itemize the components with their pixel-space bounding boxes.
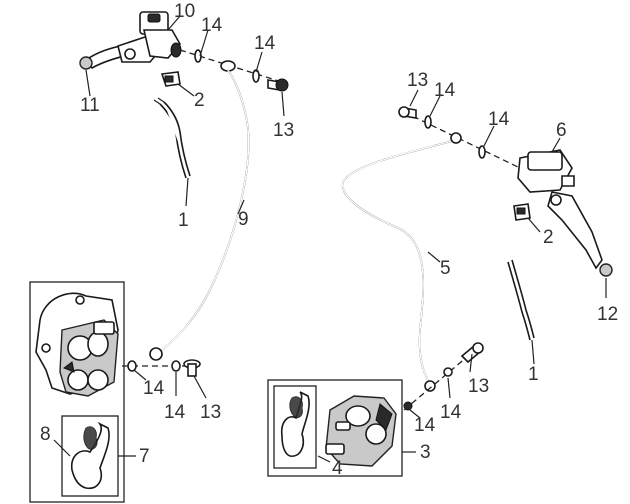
front-hose-top-fitting: [450, 132, 462, 144]
front-caliper-box: [267, 379, 403, 477]
front-brake-pads: [280, 391, 310, 457]
right-brake-lever-assembly: [517, 149, 613, 277]
callout-7: 7: [139, 446, 150, 467]
rear-caliper-box: [29, 281, 125, 503]
callout-4: 4: [332, 458, 343, 479]
callout-6: 6: [556, 120, 567, 141]
right-top-banjo-bolt: [398, 106, 417, 119]
callout-14-bottom-left-a: 14: [143, 378, 165, 399]
right-top-washer-2: [478, 145, 486, 159]
callout-8: 8: [40, 424, 51, 445]
rear-caliper-washer-2: [171, 360, 181, 372]
right-top-washer-1: [424, 115, 432, 129]
callout-13-top-right: 13: [407, 70, 428, 91]
callout-14-top-right-b: 14: [488, 109, 510, 130]
callout-11: 11: [80, 95, 100, 116]
callout-13-bottom-right: 13: [468, 376, 489, 397]
callout-14-bottom-left-b: 14: [164, 402, 186, 423]
right-brake-switch: [513, 203, 531, 221]
callout-14-bottom-right-b: 14: [440, 402, 462, 423]
alignment-line-top-right: [403, 111, 521, 169]
callout-10: 10: [174, 1, 195, 22]
callout-3: 3: [420, 442, 431, 463]
rear-brake-pads: [70, 421, 110, 490]
callout-2-left: 2: [194, 90, 205, 111]
front-caliper-washer-1: [403, 401, 413, 411]
callout-14-top-left-a: 14: [201, 15, 223, 36]
front-caliper-banjo-bolt: [460, 342, 484, 364]
front-caliper-body: [325, 395, 397, 467]
left-brake-switch-wire: [153, 97, 191, 179]
leader-lines: [53, 15, 607, 463]
front-brake-pad-box: [273, 385, 317, 469]
callout-14-top-left-b: 14: [254, 33, 276, 54]
left-brake-lever-assembly: [79, 11, 182, 87]
rear-hose-banjo: [149, 347, 163, 361]
callout-2-right: 2: [543, 227, 554, 248]
callout-13-bottom-left: 13: [200, 402, 221, 423]
left-banjo-fitting: [220, 60, 236, 72]
callout-12: 12: [597, 304, 618, 325]
right-brake-switch-wire: [507, 259, 535, 341]
front-hose-bottom-fitting: [424, 380, 436, 392]
left-banjo-bolt: [267, 78, 289, 92]
callout-9: 9: [238, 209, 249, 230]
callout-14-bottom-right-a: 14: [414, 415, 436, 436]
left-banjo-washer: [194, 49, 202, 63]
callout-14-top-right-a: 14: [434, 80, 456, 101]
rear-caliper-body: [59, 319, 119, 397]
rear-caliper-washer-1: [127, 360, 137, 372]
callout-1-left: 1: [178, 210, 189, 231]
callout-5: 5: [440, 258, 451, 279]
front-brake-hose: [341, 139, 457, 385]
callout-13-top-left: 13: [273, 120, 294, 141]
callout-1-right: 1: [528, 364, 539, 385]
front-caliper-washer-2: [443, 367, 453, 377]
rear-caliper-banjo-bolt: [183, 359, 201, 377]
